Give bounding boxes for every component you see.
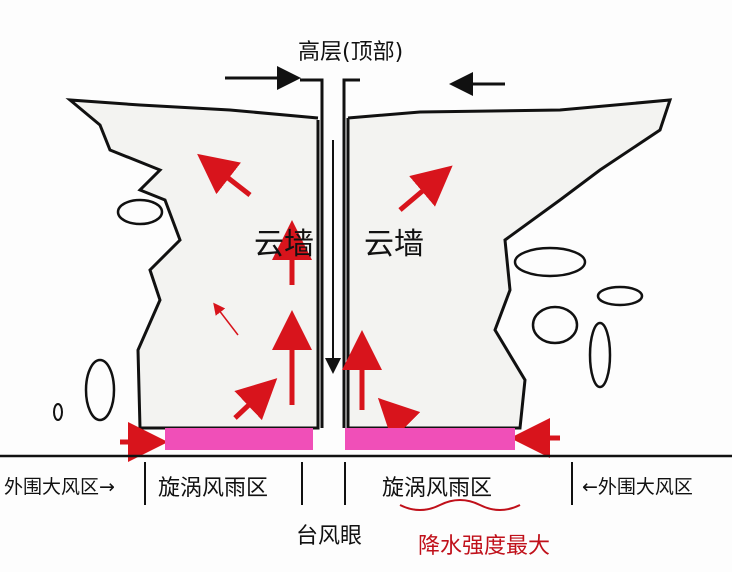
small-cloud xyxy=(513,246,587,278)
zone-dividers xyxy=(144,462,573,505)
weak-updraft-arrow xyxy=(213,302,239,336)
left-cloud-mass xyxy=(65,98,320,430)
small-cloud xyxy=(116,198,164,226)
zone-vortex-left: 旋涡风雨区 xyxy=(158,476,269,501)
eye-channel xyxy=(300,78,360,428)
zone-outer-left: 外围大风区→ xyxy=(4,476,115,498)
updraft-arrow xyxy=(197,153,252,197)
small-cloud xyxy=(84,358,116,422)
wavy-underline xyxy=(399,499,521,511)
small-cloud xyxy=(53,403,63,421)
zone-vortex-right: 旋涡风雨区 xyxy=(382,476,493,501)
zone-outer-right: ←外围大风区 xyxy=(582,476,693,498)
updraft-arrow xyxy=(233,378,278,421)
cloud-wall-right-label: 云墙 xyxy=(364,227,424,262)
small-cloud xyxy=(588,321,612,389)
zone-eye: 台风眼 xyxy=(296,524,363,549)
cloud-wall-left-label: 云墙 xyxy=(254,227,314,262)
updraft-arrows xyxy=(120,153,560,462)
small-cloud xyxy=(531,305,579,345)
max-precip-label: 降水强度最大 xyxy=(418,534,551,559)
updraft-arrow xyxy=(377,397,421,441)
max-precip-band-right xyxy=(345,428,515,450)
updraft-arrow xyxy=(398,165,453,212)
small-cloud xyxy=(596,285,644,307)
max-precip-band-left xyxy=(165,428,313,450)
top-label: 高层(顶部) xyxy=(298,40,404,65)
